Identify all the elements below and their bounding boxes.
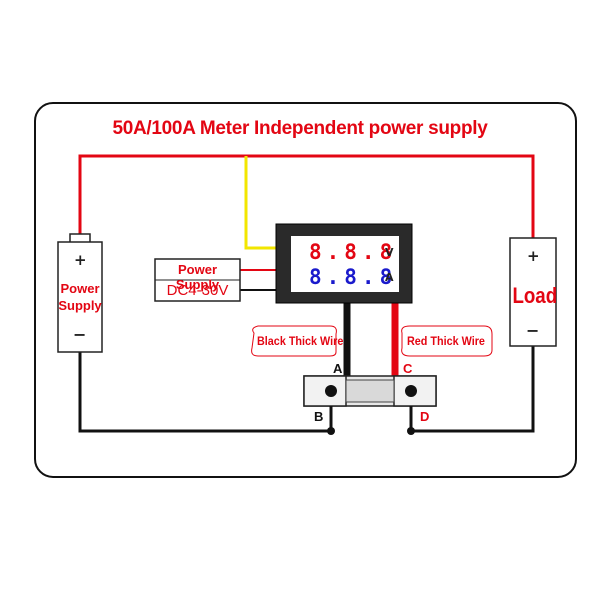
shunt-element <box>345 379 395 403</box>
meter-current-reading: 8.8.8 <box>309 265 398 289</box>
junction-d <box>407 427 415 435</box>
terminal-d-label: D <box>420 409 430 424</box>
battery-plus-sign: + <box>74 251 87 269</box>
load-label: Load <box>512 283 558 308</box>
black-wire-battery <box>78 350 331 433</box>
terminal-b-label: B <box>314 409 324 424</box>
red-thick-wire-label: Red Thick Wire <box>407 334 485 348</box>
load-body <box>509 237 557 347</box>
black-wire-callout <box>251 325 337 357</box>
shunt-screw-a <box>325 385 337 397</box>
yellow-wire <box>244 156 278 250</box>
terminal-c-label: C <box>403 361 413 376</box>
terminal-a-label: A <box>333 361 343 376</box>
power-supply-label: Power Supply <box>175 262 220 292</box>
load-minus-sign: − <box>526 321 540 340</box>
red-wire-top <box>78 154 535 242</box>
red-wire-callout <box>401 325 493 357</box>
battery-label-line1: Power <box>60 281 100 296</box>
meter-voltage-reading: 8.8.8 <box>309 240 398 264</box>
meter-voltage-unit: V <box>385 246 394 259</box>
load-plus-sign: + <box>527 247 540 265</box>
battery-minus-sign: − <box>73 325 87 344</box>
battery-body <box>57 241 103 353</box>
junction-b <box>327 427 335 435</box>
power-supply-voltage: DC4-30V <box>166 282 229 299</box>
black-thick-wire-label: Black Thick Wire <box>257 334 344 348</box>
shunt-screw-c <box>405 385 417 397</box>
meter-current-unit: A <box>385 271 394 284</box>
diagram-title: 50A/100A Meter Independent power supply <box>112 118 488 139</box>
meter-screen <box>291 236 399 292</box>
black-wire-load <box>411 346 535 433</box>
shunt-right-block <box>393 375 437 407</box>
battery-label-line2: Supply <box>58 298 102 313</box>
